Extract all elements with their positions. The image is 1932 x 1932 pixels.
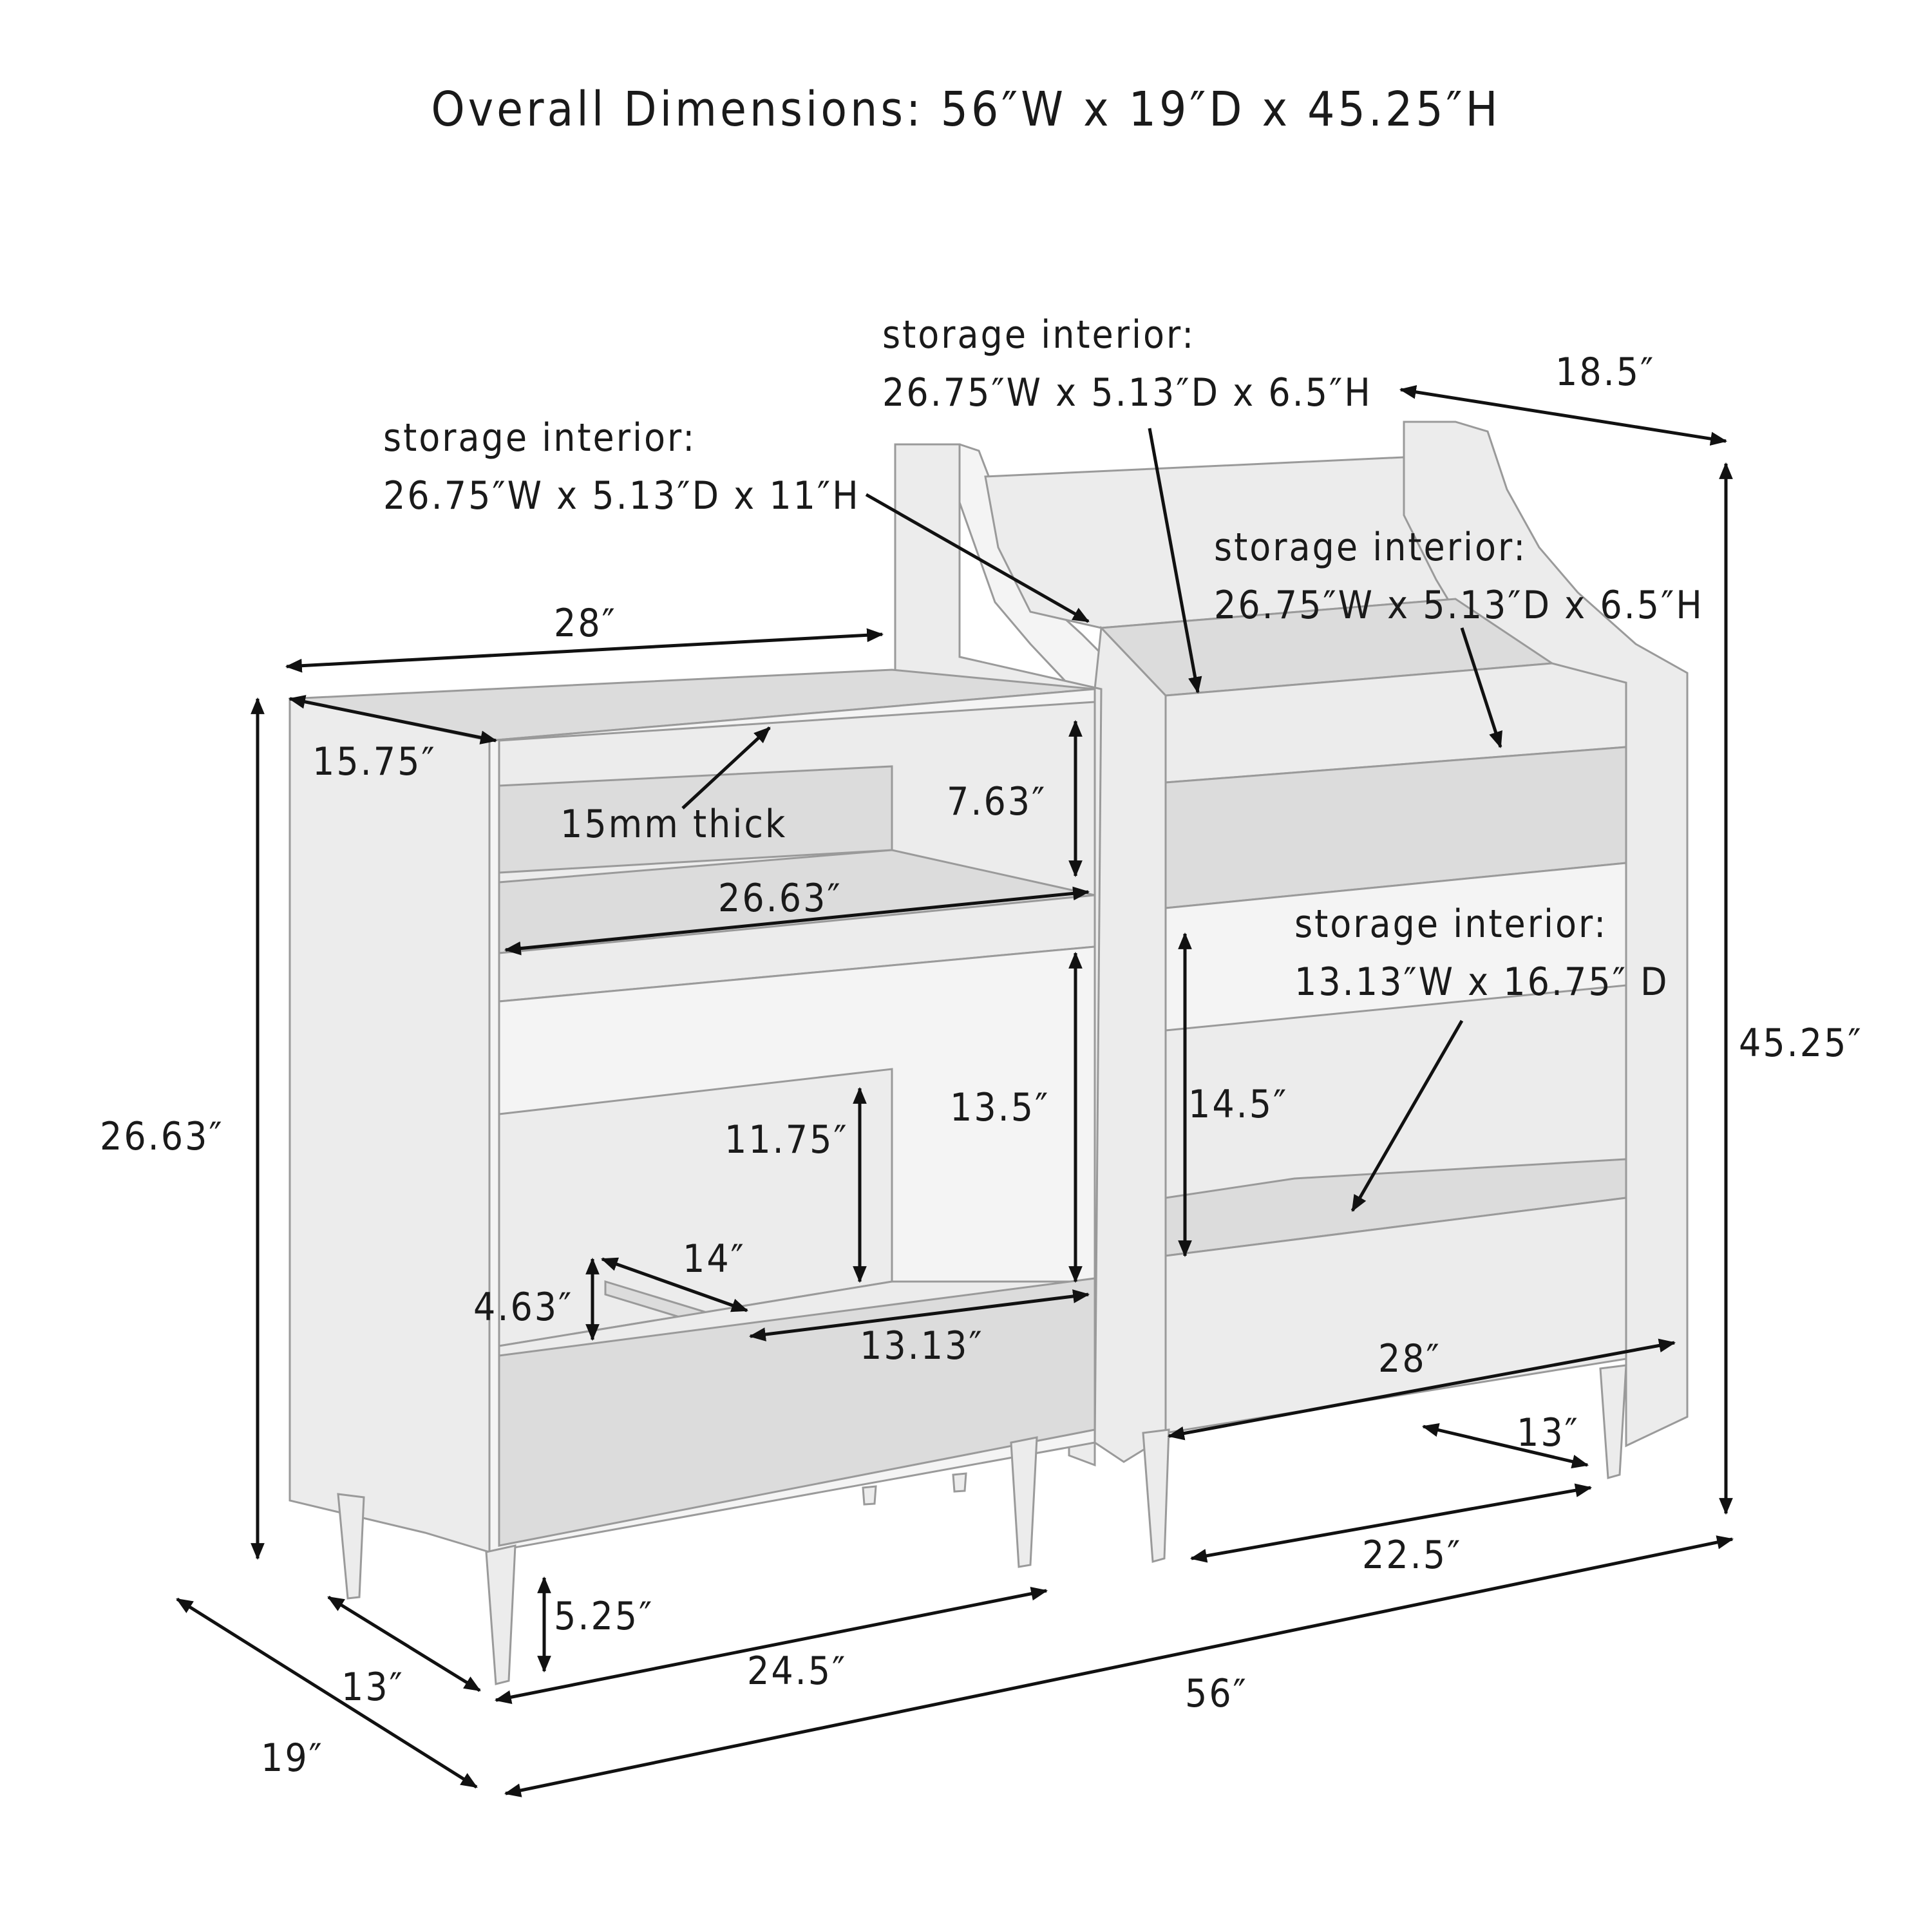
- overall-dimensions-title: Overall Dimensions: 56″W x 19″D x 45.25″…: [431, 82, 1501, 137]
- label-overall-height: 45.25″: [1739, 1021, 1863, 1066]
- left-unit-leg-back-stub-2: [952, 1472, 967, 1493]
- right-unit-bin-floor: [1164, 1158, 1627, 1257]
- label-left-base-depth: 13″: [341, 1665, 404, 1710]
- label-bin-height: 11.75″: [724, 1117, 849, 1162]
- callout-right-mid-storage-line1: storage interior:: [1214, 525, 1527, 570]
- callout-right-mid-storage-line2: 26.75″W x 5.13″D x 6.5″H: [1214, 583, 1704, 628]
- dim-line-left-top-width: [285, 628, 884, 673]
- callout-pointer-right-bottom-storage: [1350, 1019, 1464, 1212]
- dim-line-overall-depth: [176, 1597, 478, 1789]
- label-left-top-depth: 15.75″: [312, 739, 437, 784]
- label-upper-opening-height: 7.63″: [947, 779, 1046, 824]
- dim-line-overall-width: [504, 1535, 1734, 1797]
- label-left-base-width: 24.5″: [747, 1649, 847, 1694]
- left-unit-left-side: [289, 697, 491, 1554]
- label-left-top-width: 28″: [554, 601, 617, 646]
- dim-line-right-base-width: [1189, 1483, 1593, 1563]
- left-unit-leg-front-right: [1010, 1436, 1038, 1568]
- dimension-lines: [176, 385, 1734, 1797]
- dim-line-right-depth: [1399, 385, 1728, 446]
- label-right-depth: 18.5″: [1555, 350, 1655, 395]
- dim-line-left-top-depth: [288, 695, 498, 744]
- label-lower-opening-height: 13.5″: [950, 1085, 1050, 1130]
- callout-left-top-storage-line1: storage interior:: [383, 415, 696, 460]
- label-bin-depth: 14″: [683, 1236, 746, 1282]
- callout-right-bottom-storage-line2: 13.13″W x 16.75″ D: [1294, 960, 1669, 1005]
- callout-right-top-storage-line1: storage interior:: [882, 312, 1195, 357]
- left-unit-leg-back-left: [337, 1493, 365, 1600]
- dim-line-bin-depth: [600, 1257, 749, 1312]
- callout-right-top-storage-line2: 26.75″W x 5.13″D x 6.5″H: [882, 370, 1372, 415]
- left-unit-leg-back-stub: [862, 1485, 877, 1506]
- callout-left-top-storage-line2: 26.75″W x 5.13″D x 11″H: [383, 473, 860, 518]
- dim-line-shelf-width: [504, 886, 1090, 956]
- left-unit-leg-front-left: [485, 1544, 516, 1685]
- callout-pointer-left-top-storage: [865, 493, 1090, 623]
- callout-pointer-right-top-storage: [1148, 428, 1202, 694]
- label-right-bin-height: 14.5″: [1188, 1082, 1288, 1127]
- label-right-base-depth: 13″: [1517, 1410, 1580, 1455]
- callout-shelf-thickness: 15mm thick: [560, 802, 787, 847]
- callout-pointer-right-mid-storage: [1460, 627, 1502, 749]
- dim-line-right-front-width: [1167, 1338, 1676, 1441]
- label-left-height: 26.63″: [100, 1114, 224, 1159]
- label-overall-depth: 19″: [261, 1736, 324, 1781]
- label-bin-front-height: 4.63″: [473, 1285, 573, 1330]
- right-unit-leg-front-right: [1599, 1364, 1627, 1479]
- dim-line-shelf-thickness-pointer: [681, 726, 771, 810]
- label-overall-width: 56″: [1185, 1671, 1248, 1716]
- label-right-front-width: 28″: [1378, 1336, 1441, 1381]
- dimension-labels: storage interior: 26.75″W x 5.13″D x 11″…: [100, 312, 1863, 1781]
- dim-line-bin-width: [748, 1289, 1090, 1341]
- label-shelf-width: 26.63″: [718, 876, 842, 921]
- callout-right-bottom-storage-line1: storage interior:: [1294, 902, 1607, 947]
- dim-line-right-base-depth: [1421, 1423, 1589, 1469]
- label-leg-height: 5.25″: [554, 1594, 654, 1639]
- right-unit-left-side: [1094, 625, 1167, 1463]
- right-unit-leg-front-left: [1142, 1428, 1170, 1563]
- label-bin-width: 13.13″: [860, 1323, 984, 1368]
- label-right-base-width: 22.5″: [1362, 1533, 1462, 1578]
